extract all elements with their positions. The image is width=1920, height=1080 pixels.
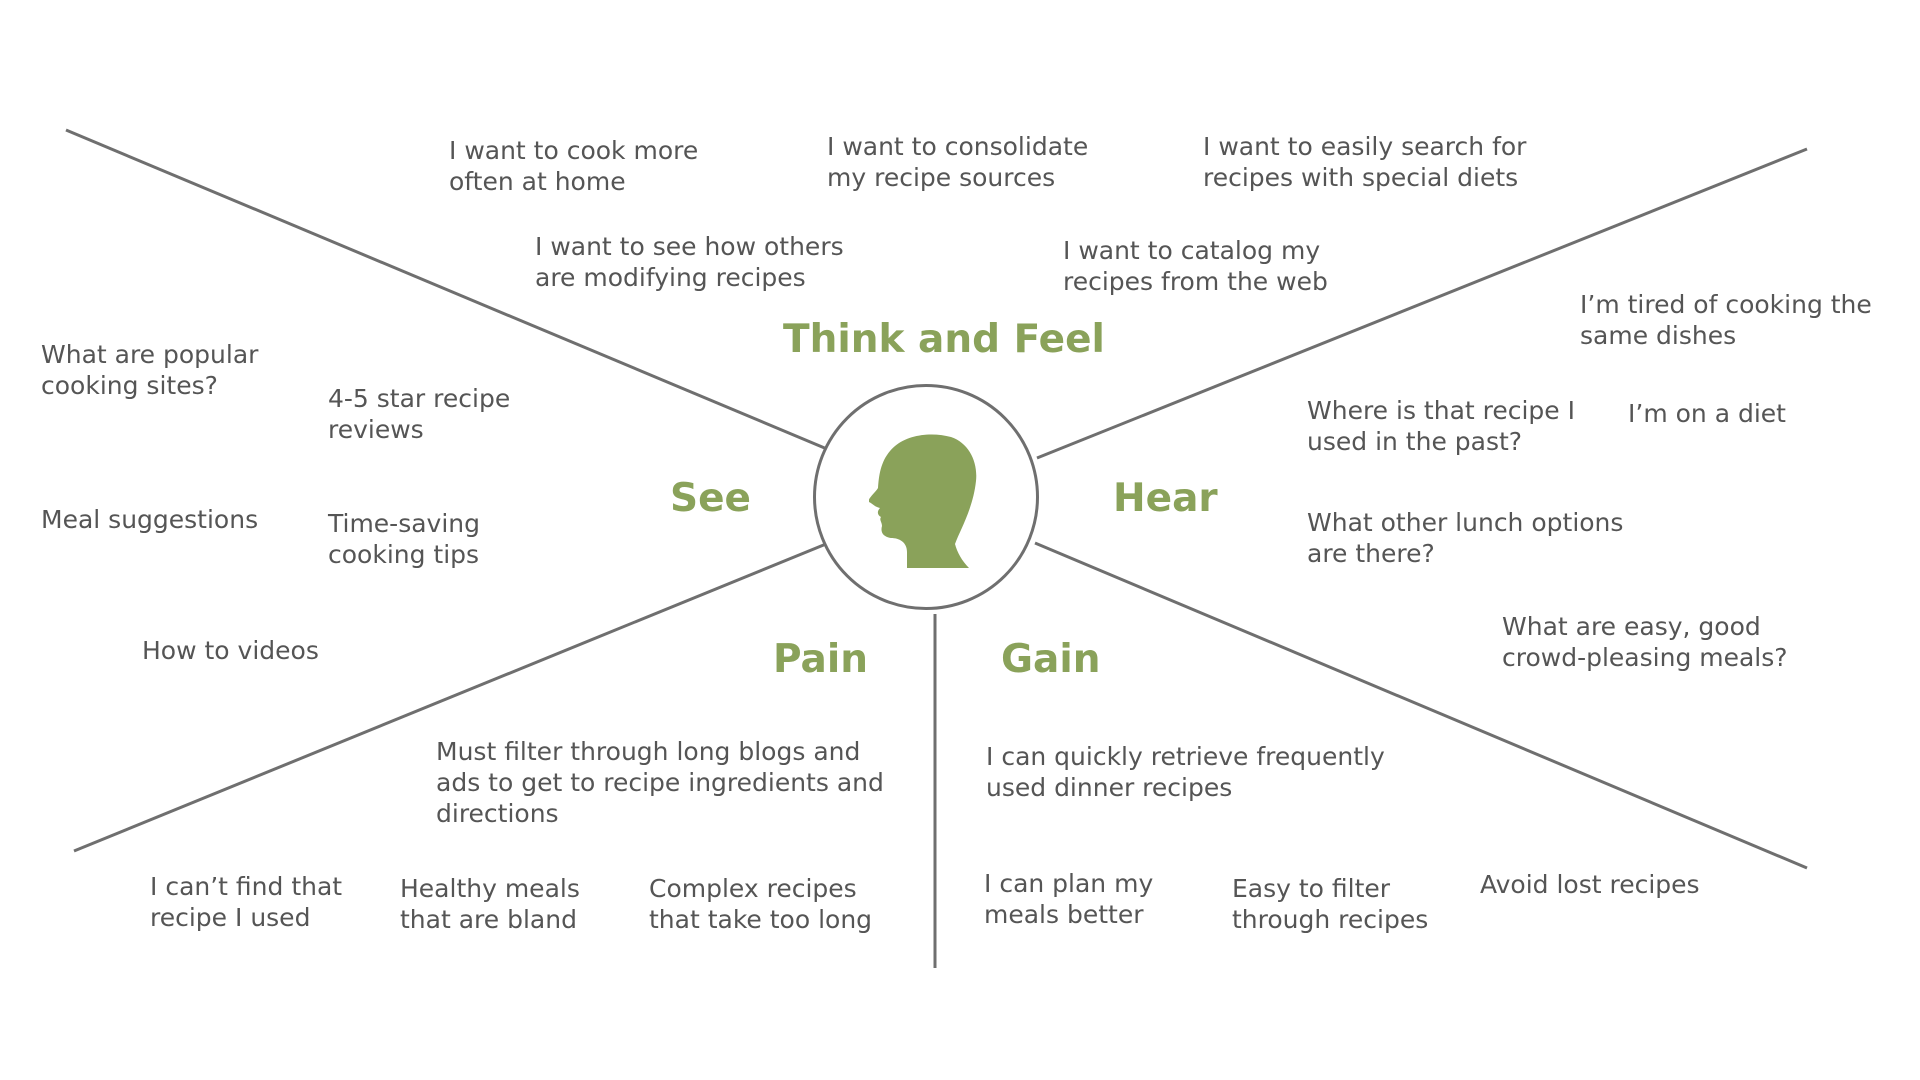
center-circle xyxy=(813,384,1039,610)
note-line: 4-5 star recipe xyxy=(328,384,511,413)
quadrant-title-see: See xyxy=(670,476,751,521)
divider-line-lower-left xyxy=(73,542,827,853)
gain-note: Avoid lost recipes xyxy=(1480,869,1700,900)
gain-note: I can plan my meals better xyxy=(984,868,1153,930)
hear-note: What are easy, good crowd-pleasing meals… xyxy=(1502,611,1788,673)
note-line: recipes from the web xyxy=(1063,267,1328,296)
see-note: What are popular cooking sites? xyxy=(41,339,258,401)
quadrant-title-think-and-feel: Think and Feel xyxy=(783,317,1105,362)
note-line: I’m tired of cooking the xyxy=(1580,290,1872,319)
see-note: How to videos xyxy=(142,635,319,666)
note-line: used in the past? xyxy=(1307,427,1523,456)
hear-note: What other lunch options are there? xyxy=(1307,507,1623,569)
pain-note: Healthy meals that are bland xyxy=(400,873,580,935)
think-feel-note: I want to see how others are modifying r… xyxy=(535,231,844,293)
note-line: through recipes xyxy=(1232,905,1429,934)
note-line: cooking tips xyxy=(328,540,480,569)
note-line: meals better xyxy=(984,900,1144,929)
see-note: 4-5 star recipe reviews xyxy=(328,383,510,445)
note-line: directions xyxy=(436,799,559,828)
hear-note: I’m tired of cooking the same dishes xyxy=(1580,289,1872,351)
gain-note: Easy to filter through recipes xyxy=(1232,873,1428,935)
note-line: that take too long xyxy=(649,905,873,934)
think-feel-note: I want to cook more often at home xyxy=(449,135,698,197)
note-line: recipe I used xyxy=(150,903,311,932)
note-line: crowd-pleasing meals? xyxy=(1502,643,1788,672)
note-line: I can quickly retrieve frequently xyxy=(986,742,1385,771)
note-line: I can’t find that xyxy=(150,872,343,901)
think-feel-note: I want to easily search for recipes with… xyxy=(1203,131,1526,193)
note-line: What are easy, good xyxy=(1502,612,1761,641)
note-line: often at home xyxy=(449,167,626,196)
note-line: I want to consolidate xyxy=(827,132,1089,161)
think-feel-note: I want to catalog my recipes from the we… xyxy=(1063,235,1328,297)
note-line: same dishes xyxy=(1580,321,1737,350)
note-line: ads to get to recipe ingredients and xyxy=(436,768,884,797)
note-line: are modifying recipes xyxy=(535,263,806,292)
note-line: Healthy meals xyxy=(400,874,580,903)
note-line: Must filter through long blogs and xyxy=(436,737,861,766)
see-note: Time-saving cooking tips xyxy=(328,508,480,570)
pain-note: Must filter through long blogs and ads t… xyxy=(436,736,884,829)
divider-line-upper-right xyxy=(1036,147,1808,460)
note-line: Easy to filter xyxy=(1232,874,1391,903)
quadrant-title-pain: Pain xyxy=(773,637,868,682)
note-line: my recipe sources xyxy=(827,163,1056,192)
note-line: I want to easily search for xyxy=(1203,132,1527,161)
think-feel-note: I want to consolidate my recipe sources xyxy=(827,131,1088,193)
divider-line-upper-left xyxy=(65,128,828,451)
note-line: that are bland xyxy=(400,905,577,934)
note-line: Where is that recipe I xyxy=(1307,396,1576,425)
note-line: Time-saving xyxy=(328,509,481,538)
divider-line-lower-right xyxy=(1034,541,1808,870)
note-line: I’m on a diet xyxy=(1628,399,1786,428)
note-line: Avoid lost recipes xyxy=(1480,870,1700,899)
hear-note: I’m on a diet xyxy=(1628,398,1786,429)
note-line: How to videos xyxy=(142,636,319,665)
gain-note: I can quickly retrieve frequently used d… xyxy=(986,741,1385,803)
head-silhouette-icon xyxy=(869,434,977,568)
note-line: What are popular xyxy=(41,340,259,369)
note-line: cooking sites? xyxy=(41,371,218,400)
note-line: What other lunch options xyxy=(1307,508,1624,537)
note-line: used dinner recipes xyxy=(986,773,1233,802)
quadrant-title-hear: Hear xyxy=(1113,476,1218,521)
note-line: I can plan my xyxy=(984,869,1154,898)
note-line: I want to catalog my xyxy=(1063,236,1321,265)
note-line: I want to see how others xyxy=(535,232,844,261)
pain-note: Complex recipes that take too long xyxy=(649,873,872,935)
hear-note: Where is that recipe I used in the past? xyxy=(1307,395,1575,457)
note-line: I want to cook more xyxy=(449,136,699,165)
see-note: Meal suggestions xyxy=(41,504,258,535)
note-line: are there? xyxy=(1307,539,1435,568)
note-line: Meal suggestions xyxy=(41,505,259,534)
note-line: recipes with special diets xyxy=(1203,163,1519,192)
note-line: Complex recipes xyxy=(649,874,857,903)
quadrant-title-gain: Gain xyxy=(1001,637,1101,682)
pain-note: I can’t find that recipe I used xyxy=(150,871,342,933)
note-line: reviews xyxy=(328,415,424,444)
